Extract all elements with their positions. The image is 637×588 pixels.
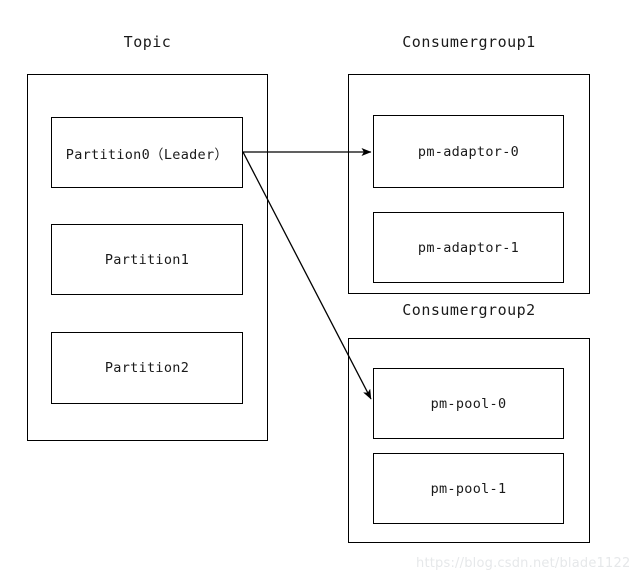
consumer-box-pm-pool-0[interactable]: pm-pool-0 xyxy=(373,368,564,439)
consumer-label-pm-adaptor-1: pm-adaptor-1 xyxy=(417,239,520,256)
consumer-label-pm-adaptor-0: pm-adaptor-0 xyxy=(417,143,520,160)
consumer-label-pm-pool-1: pm-pool-1 xyxy=(430,480,507,497)
partition-label-0: Partition0（Leader） xyxy=(65,146,229,163)
consumer-label-pm-pool-0: pm-pool-0 xyxy=(430,395,507,412)
partition-box-2[interactable]: Partition2 xyxy=(51,332,243,404)
consumergroup-title-1: Consumergroup1 xyxy=(402,33,536,51)
consumer-box-pm-adaptor-0[interactable]: pm-adaptor-0 xyxy=(373,115,564,188)
watermark-text: https://blog.csdn.net/blade1122 xyxy=(416,556,631,571)
consumer-box-pm-adaptor-1[interactable]: pm-adaptor-1 xyxy=(373,212,564,283)
partition-box-1[interactable]: Partition1 xyxy=(51,224,243,295)
consumergroup-title-2: Consumergroup2 xyxy=(402,301,536,319)
consumer-box-pm-pool-1[interactable]: pm-pool-1 xyxy=(373,453,564,524)
partition-box-0[interactable]: Partition0（Leader） xyxy=(51,117,243,188)
partition-label-1: Partition1 xyxy=(104,251,190,268)
consumergroup-container-2 xyxy=(348,338,590,543)
partition-label-2: Partition2 xyxy=(104,360,190,376)
topic-title: Topic xyxy=(123,33,172,51)
